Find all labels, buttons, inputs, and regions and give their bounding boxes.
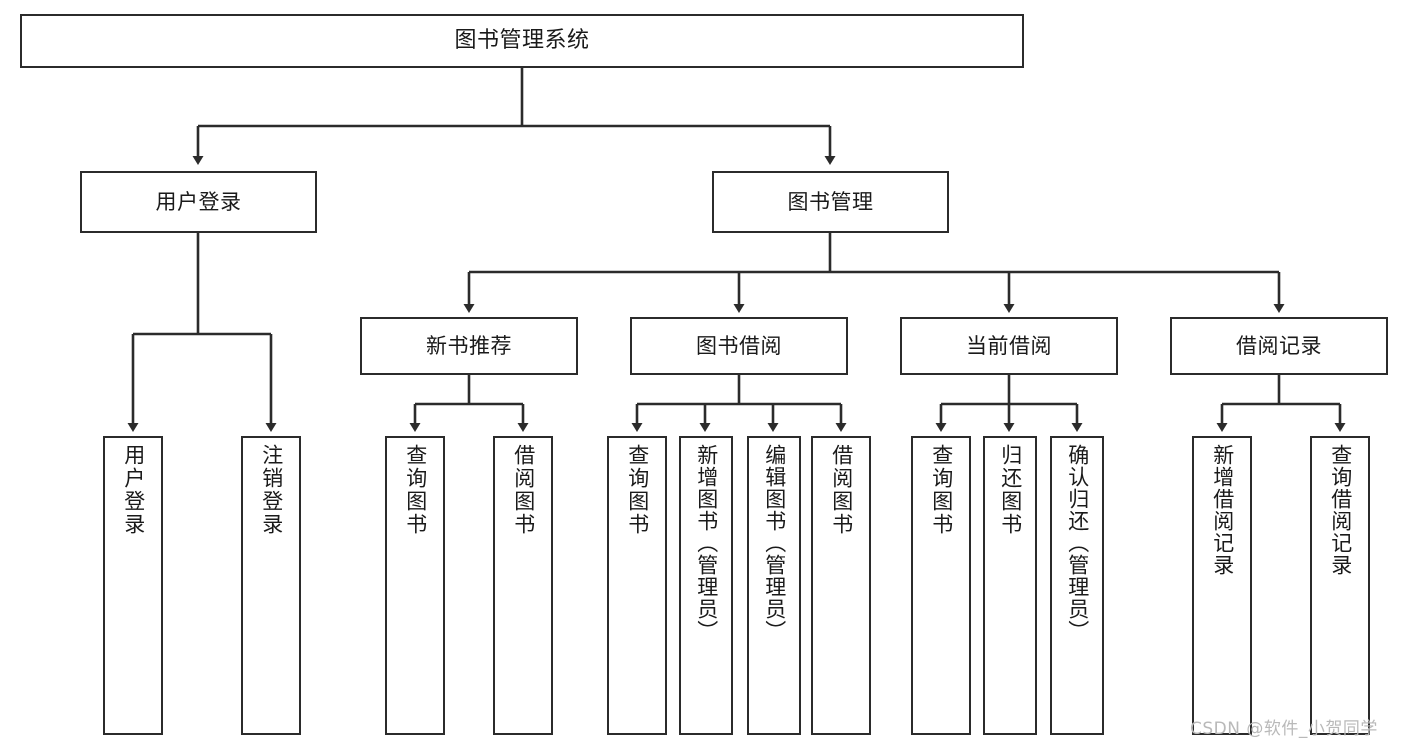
- node-label: 查询图书: [625, 444, 650, 536]
- leaf-user-login[interactable]: 用户登录: [103, 436, 163, 735]
- leaf-add-borrow-record[interactable]: 新增借阅记录: [1192, 436, 1252, 735]
- node-label: 图书借阅: [696, 333, 782, 358]
- leaf-borrow-book[interactable]: 借阅图书: [811, 436, 871, 735]
- node-new-book-recommend[interactable]: 新书推荐: [360, 317, 578, 375]
- node-user-login[interactable]: 用户登录: [80, 171, 317, 233]
- leaf-logout[interactable]: 注销登录: [241, 436, 301, 735]
- leaf-query-book-current[interactable]: 查询图书: [911, 436, 971, 735]
- node-label: 查询借阅记录: [1328, 444, 1353, 576]
- node-label: 借阅记录: [1236, 333, 1322, 358]
- node-book-borrow[interactable]: 图书借阅: [630, 317, 848, 375]
- leaf-add-book-admin[interactable]: 新增图书（管理员）: [679, 436, 733, 735]
- leaf-return-book[interactable]: 归还图书: [983, 436, 1037, 735]
- node-label: 编辑图书（管理员）: [762, 444, 787, 642]
- node-label: 查询图书: [929, 444, 954, 536]
- node-label: 图书管理: [787, 189, 874, 214]
- leaf-query-book-borrow[interactable]: 查询图书: [607, 436, 667, 735]
- node-label: 注销登录: [259, 444, 284, 536]
- node-label: 当前借阅: [966, 333, 1052, 358]
- node-label: 归还图书: [998, 444, 1023, 536]
- node-root-system[interactable]: 图书管理系统: [20, 14, 1024, 68]
- leaf-borrow-book-recommend[interactable]: 借阅图书: [493, 436, 553, 735]
- csdn-watermark: CSDN @软件_小贺同学: [1190, 719, 1378, 739]
- leaf-query-borrow-record[interactable]: 查询借阅记录: [1310, 436, 1370, 735]
- leaf-confirm-return-admin[interactable]: 确认归还（管理员）: [1050, 436, 1104, 735]
- node-current-borrow[interactable]: 当前借阅: [900, 317, 1118, 375]
- node-label: 新书推荐: [426, 333, 512, 358]
- node-label: 借阅图书: [829, 444, 854, 536]
- node-label: 新增图书（管理员）: [694, 444, 719, 642]
- node-label: 用户登录: [121, 444, 146, 536]
- node-label: 确认归还（管理员）: [1065, 444, 1090, 642]
- node-label: 查询图书: [403, 444, 428, 536]
- node-borrow-record[interactable]: 借阅记录: [1170, 317, 1388, 375]
- node-label: 图书管理系统: [454, 28, 590, 54]
- leaf-edit-book-admin[interactable]: 编辑图书（管理员）: [747, 436, 801, 735]
- node-book-management[interactable]: 图书管理: [712, 171, 949, 233]
- node-label: 用户登录: [155, 189, 242, 214]
- leaf-query-book-recommend[interactable]: 查询图书: [385, 436, 445, 735]
- node-label: 借阅图书: [511, 444, 536, 536]
- node-label: 新增借阅记录: [1210, 444, 1235, 576]
